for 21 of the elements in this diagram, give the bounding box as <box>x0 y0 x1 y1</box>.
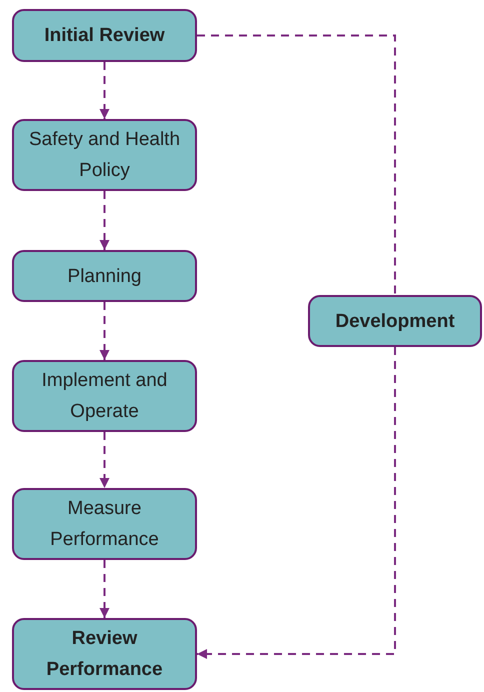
process-box <box>12 360 197 432</box>
box-label: Safety and Health Policy <box>28 128 182 183</box>
box-label: Measure Performance <box>49 497 160 552</box>
arrow <box>100 560 110 618</box>
process-box <box>12 9 197 62</box>
process-box <box>12 250 197 302</box>
arrow <box>100 62 110 119</box>
arrow <box>197 347 396 659</box>
box-label: Development <box>335 310 455 334</box>
process-box <box>308 295 482 347</box>
arrow <box>100 432 110 488</box>
box-label: Implement and Operate <box>40 369 168 424</box>
arrow <box>100 191 110 250</box>
process-box <box>12 119 197 191</box>
box-label: Review Performance <box>45 627 164 682</box>
process-box <box>12 488 197 560</box>
process-box <box>12 618 197 690</box>
box-label: Initial Review <box>44 24 165 48</box>
box-label: Planning <box>68 264 142 288</box>
connector-line <box>197 34 396 295</box>
arrow <box>100 302 110 360</box>
